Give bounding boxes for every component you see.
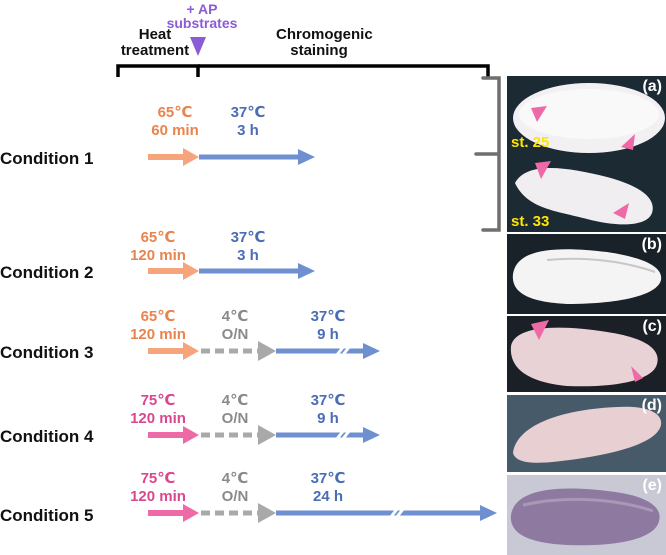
panel-e-label: (e) (642, 477, 662, 494)
chromogenic-staining-bracket (198, 64, 490, 77)
marker-arrow (631, 366, 643, 382)
panel-a-label: (a) (642, 78, 662, 95)
condition-3-arrows (148, 341, 380, 361)
condition-4-cold-temp: 4℃ (221, 392, 249, 409)
ap-substrates-label: + AP substrates (166, 1, 238, 31)
condition-4-heat-temp: 75℃ (140, 392, 176, 409)
condition-3-cold-temp: 4℃ (221, 308, 249, 325)
condition-3-stain-temp: 37℃ (310, 308, 346, 325)
marker-arrow (531, 106, 547, 122)
condition-5-label: Condition 5 (0, 506, 94, 525)
heat-treatment-bracket (116, 64, 200, 77)
panel-d-image: (d) (507, 395, 666, 472)
condition-3-label: Condition 3 (0, 343, 94, 362)
panel-c-label: (c) (642, 318, 662, 335)
condition-1-stain-time: 3 h (237, 122, 259, 139)
marker-arrow (621, 134, 635, 150)
condition-1-heat-temp: 65℃ (157, 104, 193, 121)
panel-a-bottom-image: st. 33 (507, 153, 666, 232)
panel-d-label: (d) (641, 397, 662, 414)
panel-c-image: (c) (507, 316, 666, 392)
condition-3-heat-temp: 65℃ (140, 308, 176, 325)
condition-3-cold-time: O/N (221, 326, 249, 343)
condition-1-label: Condition 1 (0, 149, 94, 168)
condition-5-cold-temp: 4℃ (221, 470, 249, 487)
condition-4-arrows (148, 425, 380, 445)
condition-5-cold-time: O/N (221, 488, 249, 505)
heat-treatment-label: Heat treatment (120, 26, 190, 59)
condition-4-heat-time: 120 min (130, 410, 186, 427)
condition-5-heat-temp: 75℃ (140, 470, 176, 487)
condition-1-stain-temp: 37℃ (230, 104, 266, 121)
condition-2-arrows (148, 262, 315, 280)
panel-b-image: (b) (507, 234, 666, 314)
condition-3-stain-time: 9 h (317, 326, 339, 343)
condition-2-stain-time: 3 h (237, 247, 259, 264)
marker-arrow (531, 320, 549, 340)
condition-2-heat-time: 120 min (130, 247, 186, 264)
panel-b-label: (b) (641, 236, 662, 253)
condition-3-heat-time: 120 min (130, 326, 186, 343)
chromogenic-staining-label: Chromogenic staining (276, 26, 373, 59)
condition-5-heat-time: 120 min (130, 488, 186, 505)
stage-25-label: st. 25 (511, 134, 550, 151)
condition-2-heat-temp: 65℃ (140, 229, 176, 246)
marker-arrow (613, 203, 629, 219)
panel-e-image: (e) (507, 475, 666, 555)
condition-5-stain-time: 24 h (312, 488, 343, 505)
marker-arrow (535, 161, 551, 179)
condition-2-label: Condition 2 (0, 263, 94, 282)
condition-5-arrows (148, 503, 497, 523)
ap-substrate-triangle (190, 37, 206, 56)
condition-5-stain-temp: 37℃ (310, 470, 346, 487)
panel-a-top-image: (a) st. 25 (507, 76, 666, 153)
condition-1-heat-time: 60 min (151, 122, 199, 139)
stage-33-label: st. 33 (511, 213, 550, 230)
condition-4-stain-time: 9 h (317, 410, 339, 427)
condition-4-label: Condition 4 (0, 427, 94, 446)
condition-4-stain-temp: 37℃ (310, 392, 346, 409)
panel-a-brace (474, 76, 501, 232)
condition-1-arrows (148, 148, 315, 166)
condition-2-stain-temp: 37℃ (230, 229, 266, 246)
condition-4-cold-time: O/N (221, 410, 249, 427)
